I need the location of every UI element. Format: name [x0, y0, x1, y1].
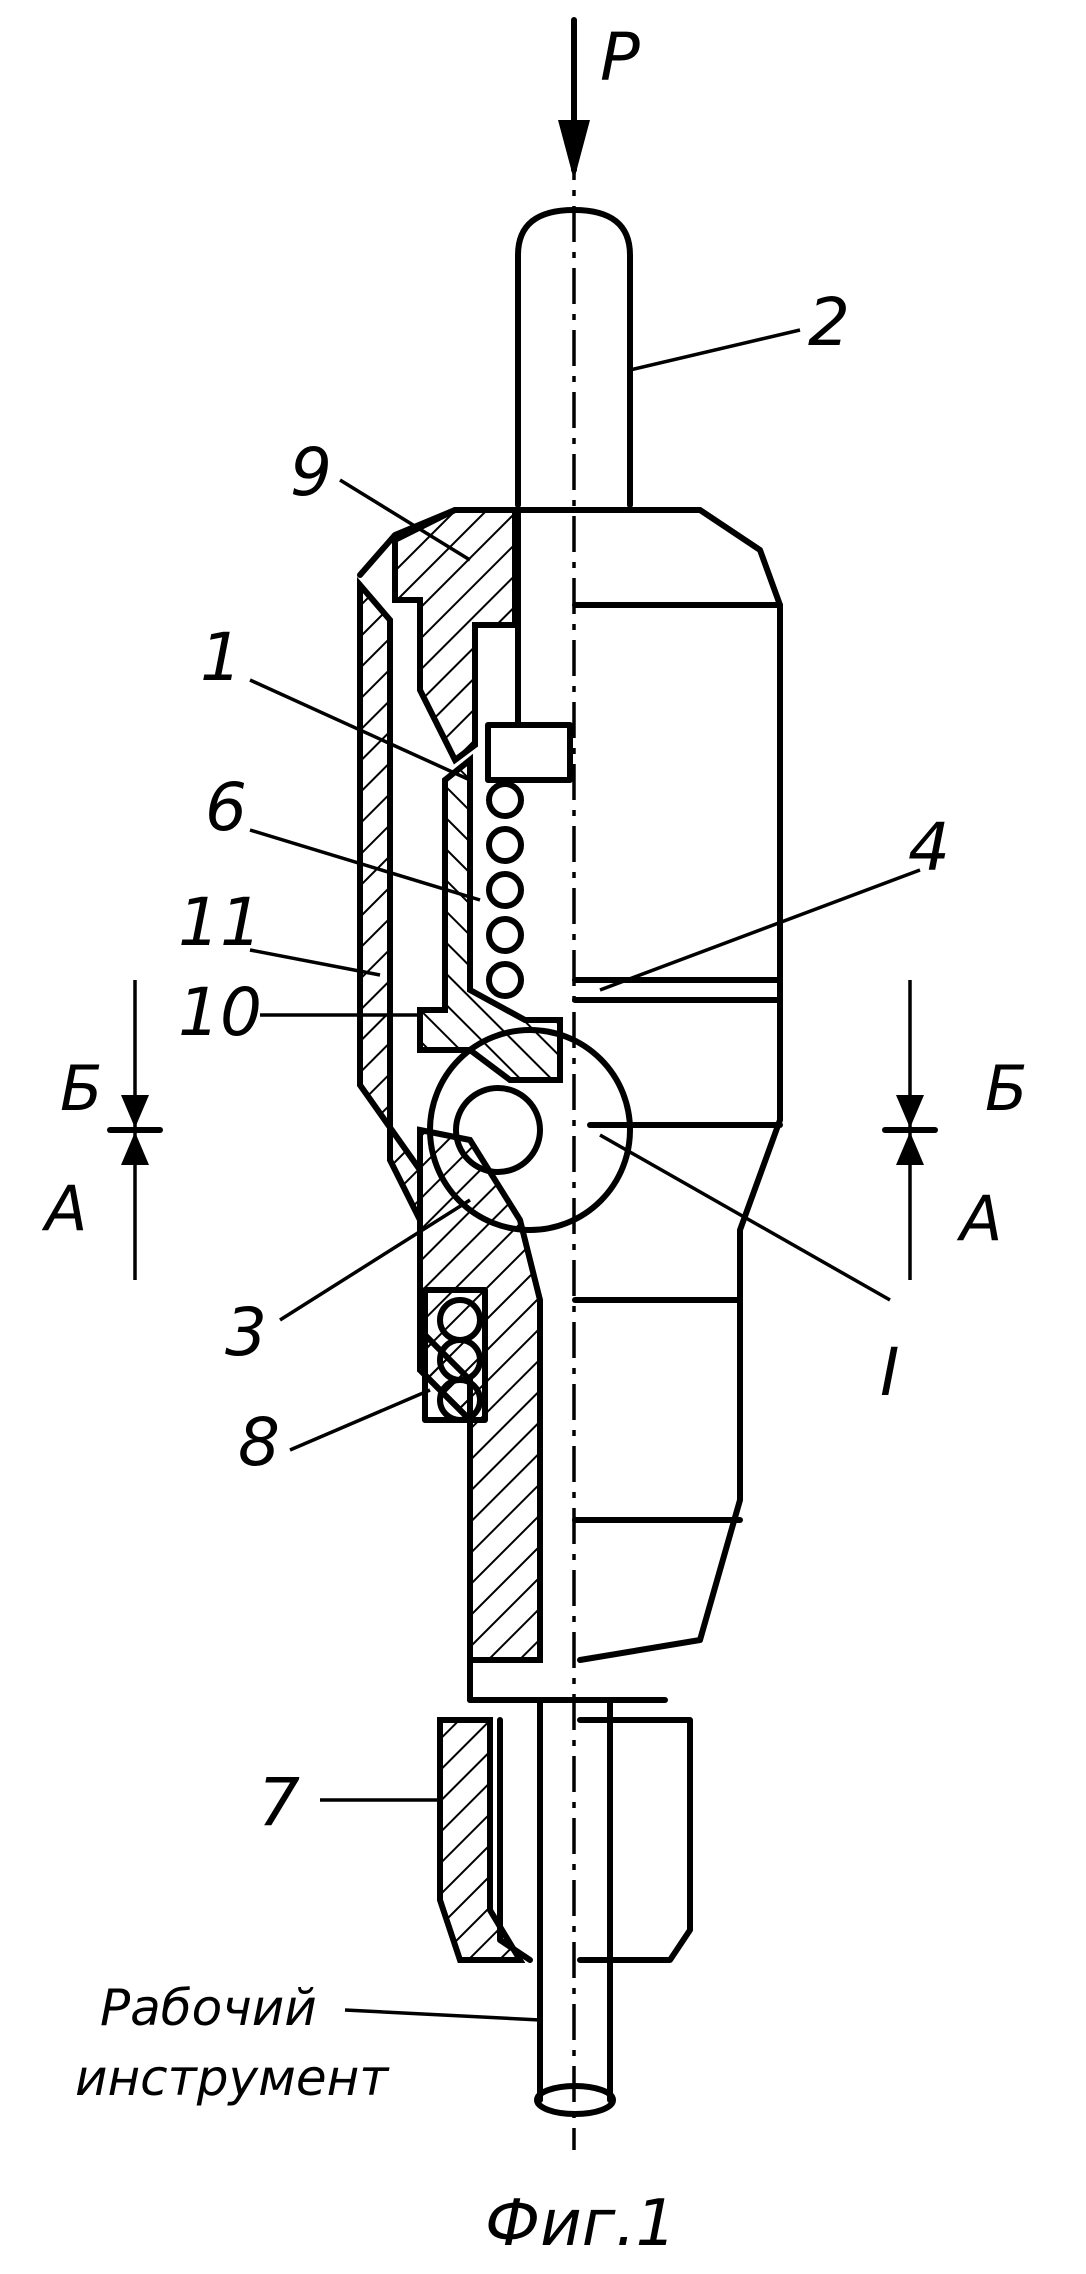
section-label-top-right: Б: [985, 1052, 1028, 1125]
label-part-1: 1: [200, 619, 242, 696]
section-label-top-left: Б: [60, 1052, 103, 1125]
locking-ball: [453, 1085, 543, 1175]
tool-label-line1: Рабочий: [100, 1979, 317, 2037]
section-marker-left: [107, 980, 163, 1280]
force-arrow: [558, 17, 590, 180]
label-part-9: 9: [290, 434, 332, 511]
working-tool: [537, 1697, 613, 2103]
label-part-11: 11: [178, 884, 262, 961]
label-part-2: 2: [808, 284, 850, 361]
plunger-2: [515, 207, 633, 508]
section-marker-right: [882, 980, 938, 1280]
label-part-8: 8: [238, 1404, 280, 1481]
leader-lines: [249, 328, 921, 2022]
chuck-7: [437, 1717, 526, 1963]
section-label-bottom-left: А: [41, 1172, 87, 1245]
figure-caption: Фиг.1: [485, 2187, 676, 2261]
force-label: P: [600, 19, 640, 96]
label-part-10: 10: [178, 974, 262, 1051]
section-label-bottom-right: А: [956, 1182, 1002, 1255]
cap-section-9: [392, 507, 518, 765]
tool-label-line2: инструмент: [75, 2049, 390, 2107]
label-part-4: 4: [908, 809, 950, 886]
detail-circle-i: [427, 1027, 633, 1233]
bearing-balls-8: [422, 1287, 488, 1423]
spring-balls-6: [486, 781, 524, 999]
inner-sleeve-4: [417, 753, 563, 1083]
label-part-3: 3: [225, 1294, 267, 1371]
label-part-7: 7: [258, 1764, 300, 1841]
body-outline-right: [577, 982, 783, 1663]
detail-label: I: [880, 1334, 899, 1411]
label-part-6: 6: [205, 769, 247, 846]
